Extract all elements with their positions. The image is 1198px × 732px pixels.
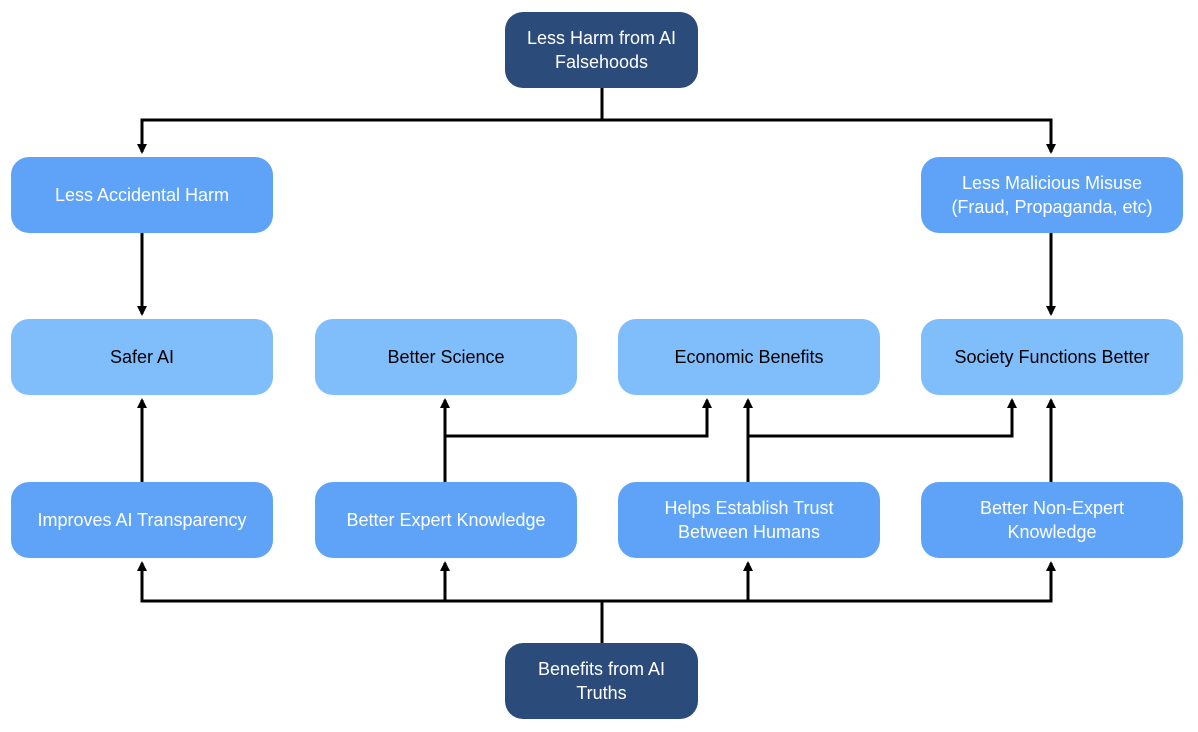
connector-trust-to-society [748, 398, 1017, 438]
node-society-functions-better: Society Functions Better [921, 319, 1183, 395]
node-economic-benefits: Economic Benefits [618, 319, 880, 395]
node-less-malicious-misuse: Less Malicious Misuse (Fraud, Propaganda… [921, 157, 1183, 233]
node-better-expert-knowledge: Better Expert Knowledge [315, 482, 577, 558]
node-helps-establish-trust: Helps Establish Trust Between Humans [618, 482, 880, 558]
node-improves-ai-transparency: Improves AI Transparency [11, 482, 273, 558]
connector-expert-to-economic [445, 398, 712, 438]
connector-bottom-trunk [137, 561, 604, 643]
node-safer-ai: Safer AI [11, 319, 273, 395]
node-better-non-expert-knowledge: Better Non-Expert Knowledge [921, 482, 1183, 558]
node-less-accidental-harm: Less Accidental Harm [11, 157, 273, 233]
node-better-science: Better Science [315, 319, 577, 395]
connector-bottom-to-trust [602, 561, 753, 603]
node-less-harm-from-ai-falsehoods: Less Harm from AI Falsehoods [505, 12, 698, 88]
node-benefits-from-ai-truths: Benefits from AI Truths [505, 643, 698, 719]
connector-top-to-accidental [137, 88, 604, 154]
connector-top-to-malicious [602, 118, 1056, 154]
connector-bottom-to-nonexpert [748, 561, 1056, 603]
